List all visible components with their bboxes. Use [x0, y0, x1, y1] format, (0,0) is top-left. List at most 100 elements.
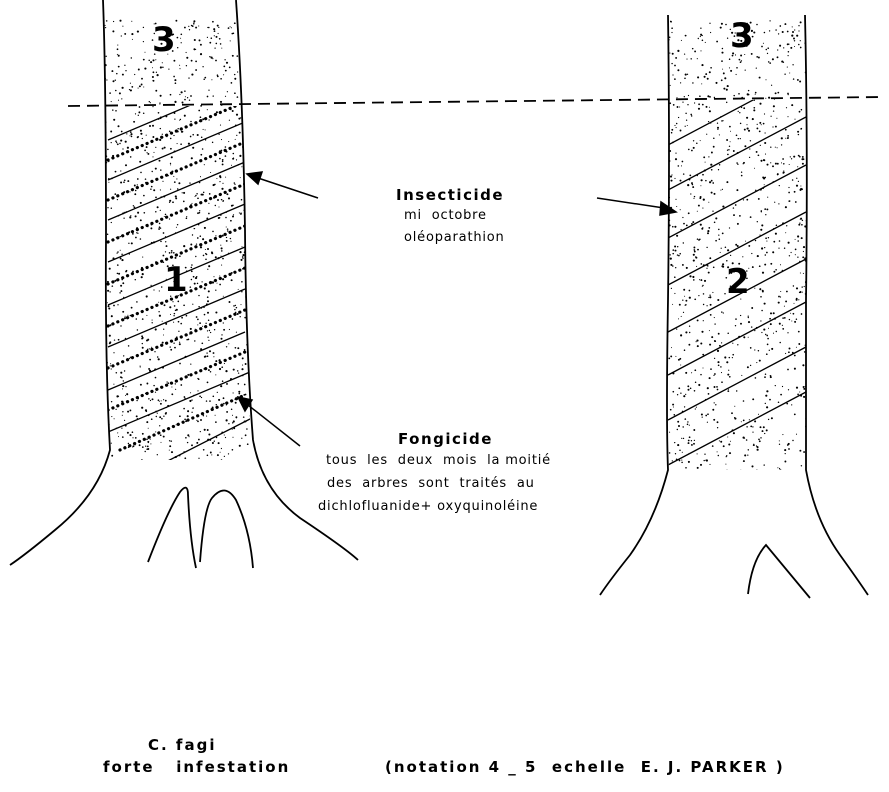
stipple-dot — [784, 449, 786, 451]
stipple-dot — [192, 134, 194, 136]
stipple-dot — [223, 322, 224, 323]
stipple-dot — [218, 442, 220, 444]
stipple-dot — [684, 418, 686, 420]
stipple-dot — [797, 394, 799, 396]
stipple-dot — [231, 33, 233, 35]
stipple-dot — [688, 442, 690, 444]
stipple-dot — [186, 57, 188, 59]
stipple-dot — [173, 342, 174, 343]
stipple-dot — [196, 276, 198, 278]
stipple-dot — [247, 137, 249, 139]
stipple-dot — [183, 245, 185, 247]
stipple-dot — [794, 321, 796, 323]
stipple-dot — [781, 470, 782, 471]
stipple-dot — [192, 25, 194, 27]
stipple-dot — [174, 101, 176, 103]
stipple-dot — [214, 329, 215, 330]
stipple-dot — [730, 141, 731, 142]
stipple-dot — [115, 110, 117, 112]
stipple-dot — [765, 334, 766, 335]
stipple-dot — [700, 28, 701, 29]
stipple-dot — [770, 116, 771, 117]
stipple-dot — [122, 148, 123, 149]
stipple-dot — [684, 78, 686, 80]
stipple-dot — [187, 410, 189, 412]
caption-scale: (notation 4 _ 5 echelle E. J. PARKER ) — [385, 758, 785, 778]
stipple-dot — [170, 440, 172, 442]
stipple-dot — [125, 386, 126, 387]
stipple-dot — [228, 27, 230, 29]
stipple-dot — [674, 414, 676, 416]
stipple-dot — [229, 120, 230, 121]
stipple-dot — [766, 208, 768, 210]
stipple-dot — [160, 66, 162, 68]
stipple-dot — [780, 264, 781, 265]
stipple-dot — [717, 299, 719, 301]
stipple-dot — [706, 305, 707, 306]
stipple-dot — [765, 98, 766, 99]
stipple-dot — [141, 459, 143, 461]
stipple-dot — [676, 329, 677, 330]
stipple-dot — [685, 394, 686, 395]
stipple-dot — [159, 226, 161, 228]
stipple-dot — [184, 27, 186, 29]
stipple-dot — [207, 96, 209, 98]
stipple-dot — [688, 461, 690, 463]
stipple-dot — [125, 164, 127, 166]
stipple-dot — [698, 239, 700, 241]
stipple-dot — [216, 36, 218, 38]
stipple-dot — [746, 439, 748, 441]
stipple-dot — [717, 451, 718, 452]
stipple-dot — [148, 442, 149, 443]
stipple-dot — [127, 432, 129, 434]
stipple-dot — [680, 180, 682, 182]
stipple-dot — [106, 155, 108, 157]
stipple-dot — [110, 131, 112, 133]
stipple-dot — [197, 324, 198, 325]
stipple-dot — [157, 206, 159, 208]
stipple-dot — [218, 206, 219, 207]
stipple-dot — [116, 372, 118, 374]
stipple-dot — [715, 217, 717, 219]
stipple-dot — [776, 225, 778, 227]
stipple-dot — [759, 265, 761, 267]
stipple-dot — [235, 347, 237, 349]
stipple-dot — [720, 27, 722, 29]
stipple-dot — [682, 161, 684, 163]
stipple-dot — [169, 445, 171, 447]
stipple-dot — [246, 122, 248, 124]
stipple-dot — [179, 68, 180, 69]
stipple-dot — [721, 120, 723, 122]
stipple-dot — [182, 102, 184, 104]
stipple-dot — [735, 244, 737, 246]
stipple-dot — [137, 233, 138, 234]
stipple-dot — [155, 392, 156, 393]
stipple-dot — [142, 347, 144, 349]
stipple-dot — [778, 33, 779, 34]
stipple-dot — [140, 365, 141, 366]
stipple-dot — [191, 279, 193, 281]
stipple-dot — [674, 65, 676, 67]
stipple-dot — [180, 119, 181, 120]
stipple-dot — [803, 396, 805, 398]
stipple-dot — [748, 315, 749, 316]
stipple-dot — [740, 138, 741, 139]
stipple-dot — [129, 409, 131, 411]
stipple-dot — [156, 72, 157, 73]
stipple-dot — [682, 217, 683, 218]
stipple-dot — [159, 139, 161, 141]
stipple-dot — [754, 168, 755, 169]
stipple-dot — [135, 279, 136, 280]
stipple-dot — [756, 469, 757, 470]
stipple-dot — [171, 451, 173, 453]
stipple-dot — [202, 148, 204, 150]
stipple-dot — [707, 95, 709, 97]
stipple-dot — [768, 419, 769, 420]
stipple-dot — [224, 363, 225, 364]
stipple-dot — [699, 95, 701, 97]
stipple-dot — [144, 451, 145, 452]
stipple-dot — [208, 213, 210, 215]
stipple-dot — [802, 256, 804, 258]
stipple-dot — [677, 444, 679, 446]
stipple-dot — [691, 115, 692, 116]
